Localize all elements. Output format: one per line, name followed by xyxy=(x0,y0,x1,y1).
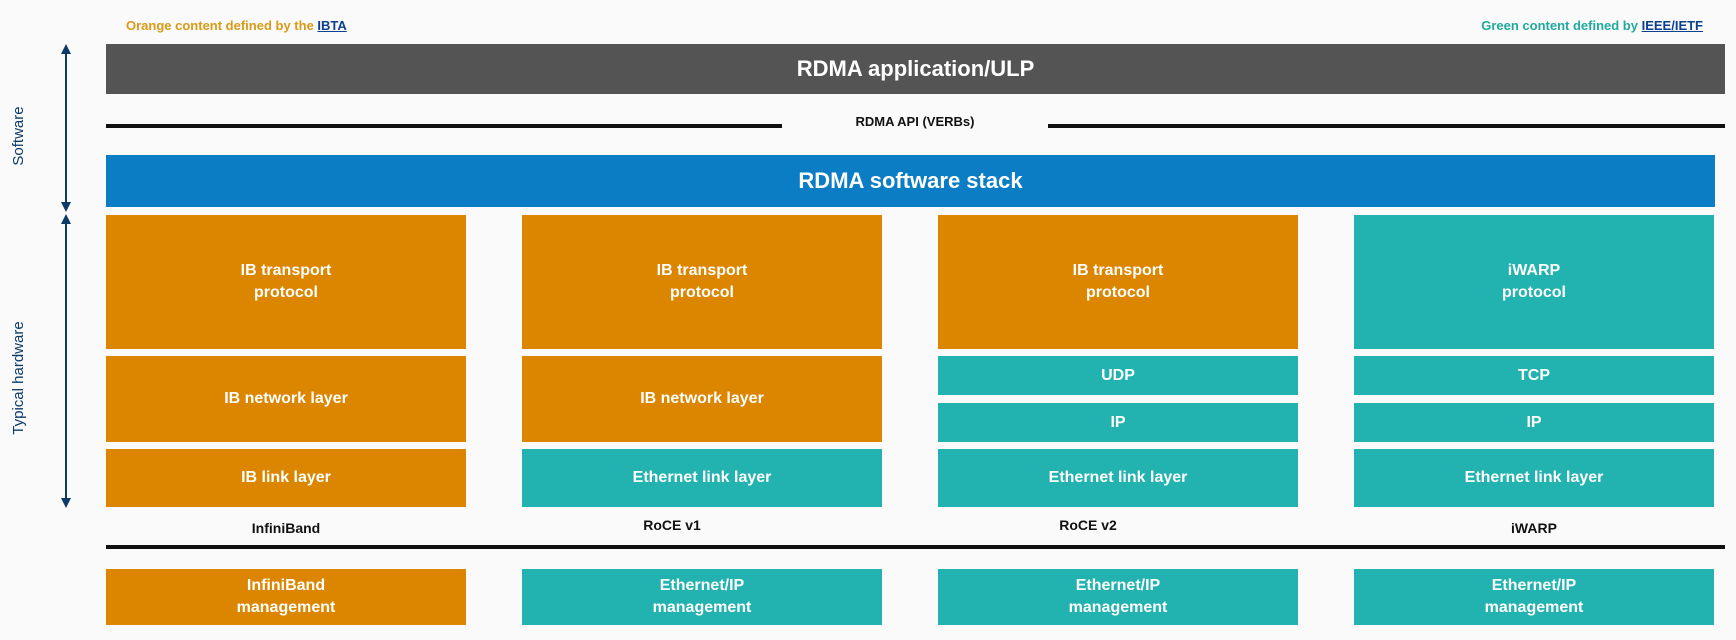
infiniband-link-box: IB link layer xyxy=(106,449,466,507)
api-line-right xyxy=(1048,124,1725,128)
rdma-software-stack-bar: RDMA software stack xyxy=(106,155,1715,207)
iwarp-tcp-box: TCP xyxy=(1354,356,1714,395)
rocev2-udp-box: UDP xyxy=(938,356,1298,395)
infiniband-management-box: InfiniBand management xyxy=(106,569,466,625)
ieee-ietf-link[interactable]: IEEE/IETF xyxy=(1641,18,1703,33)
rdma-api-label: RDMA API (VERBs) xyxy=(855,114,975,129)
hardware-label: Typical hardware xyxy=(10,321,27,435)
api-line-left xyxy=(106,124,782,128)
rocev2-column-label: RoCE v2 xyxy=(1059,517,1117,533)
rocev2-link-box: Ethernet link layer xyxy=(938,449,1298,507)
iwarp-management-box: Ethernet/IP management xyxy=(1354,569,1714,625)
iwarp-link-box: Ethernet link layer xyxy=(1354,449,1714,507)
iwarp-protocol-box: iWARP protocol xyxy=(1354,215,1714,349)
iwarp-ip-box: IP xyxy=(1354,403,1714,442)
infiniband-column-label: InfiniBand xyxy=(251,520,321,536)
software-arrow xyxy=(61,44,71,212)
rocev1-transport-box: IB transport protocol xyxy=(522,215,882,349)
infiniband-network-box: IB network layer xyxy=(106,356,466,442)
rdma-application-bar: RDMA application/ULP xyxy=(106,44,1725,94)
management-divider xyxy=(106,545,1725,549)
software-label: Software xyxy=(10,106,27,166)
rocev1-network-box: IB network layer xyxy=(522,356,882,442)
iwarp-column-label: iWARP xyxy=(1511,520,1557,536)
rocev2-ip-box: IP xyxy=(938,403,1298,442)
rocev1-link-box: Ethernet link layer xyxy=(522,449,882,507)
rocev2-transport-box: IB transport protocol xyxy=(938,215,1298,349)
infiniband-transport-box: IB transport protocol xyxy=(106,215,466,349)
rocev1-management-box: Ethernet/IP management xyxy=(522,569,882,625)
hardware-arrow xyxy=(61,214,71,508)
ibta-link[interactable]: IBTA xyxy=(317,18,347,33)
ieee-ietf-legend: Green content defined by IEEE/IETF xyxy=(1481,18,1703,33)
ibta-legend: Orange content defined by the IBTA xyxy=(126,18,347,33)
rocev1-column-label: RoCE v1 xyxy=(643,517,701,533)
rocev2-management-box: Ethernet/IP management xyxy=(938,569,1298,625)
